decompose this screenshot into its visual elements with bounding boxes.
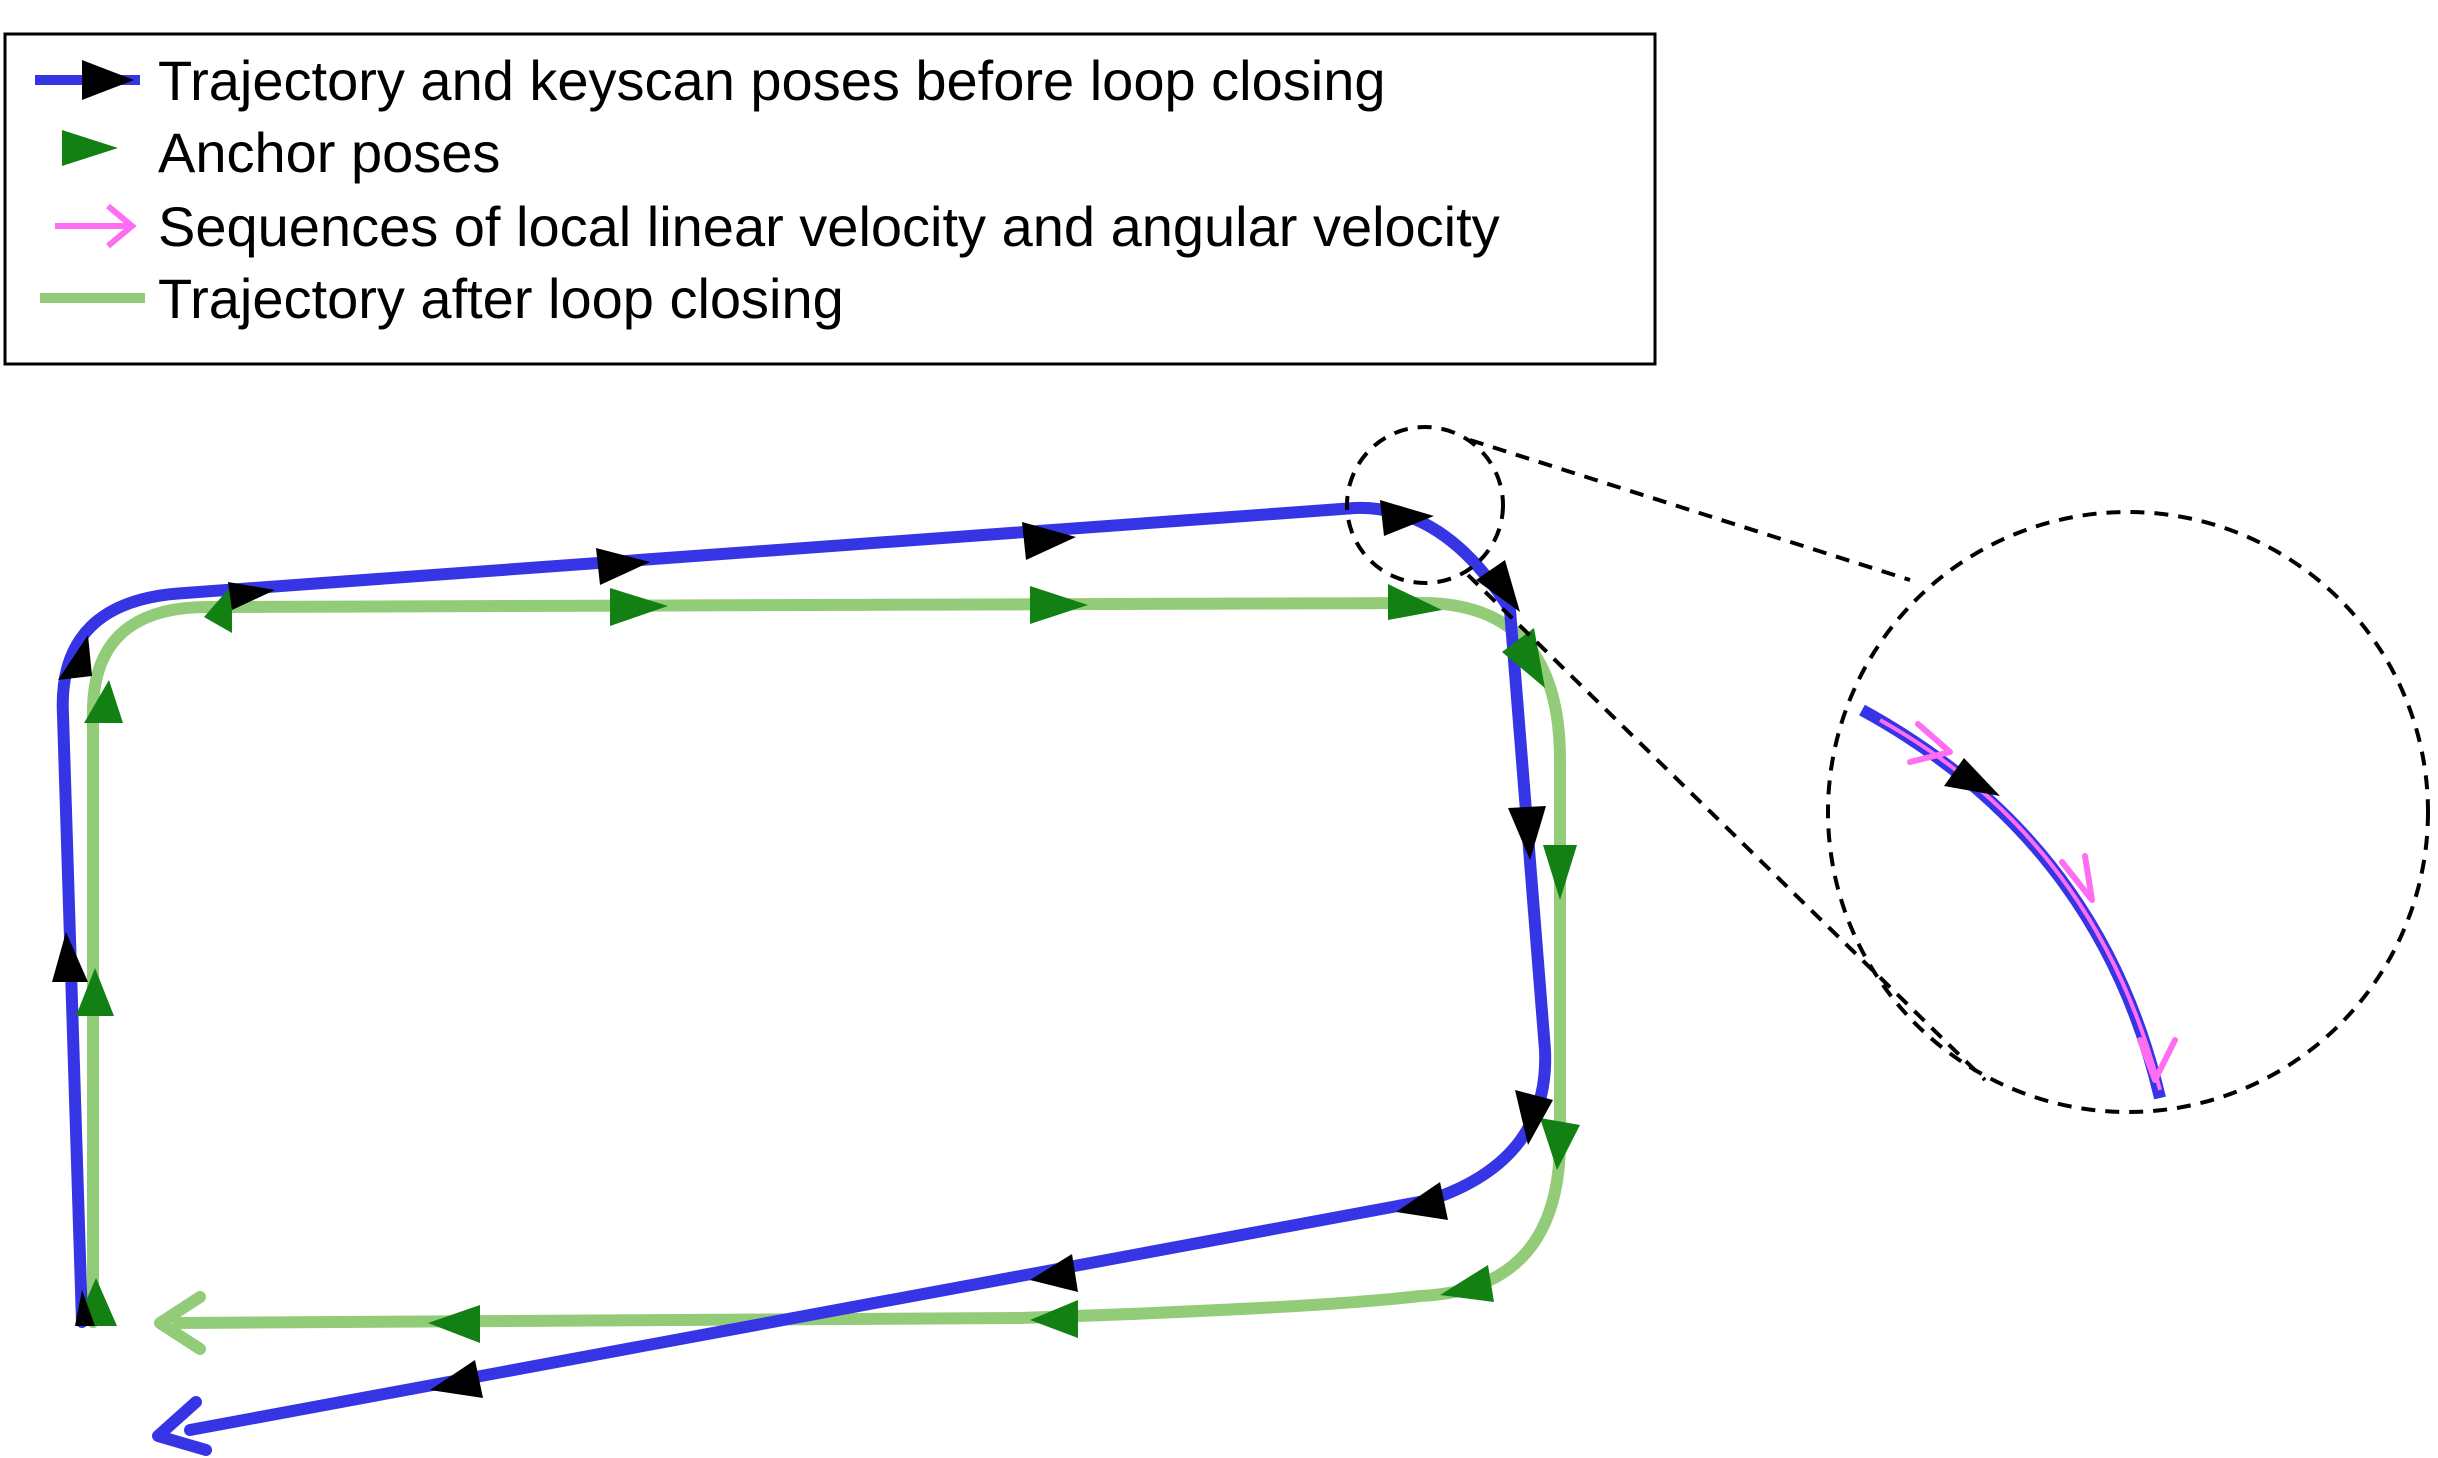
zoom-connector-bottom xyxy=(1466,573,1987,1082)
legend-item-after: Trajectory after loop closing xyxy=(40,267,844,330)
keyscan-pose-marker xyxy=(228,582,275,610)
trajectory-after-group xyxy=(87,596,1566,1355)
zoom-source-circle xyxy=(1345,425,1505,585)
legend-label-after: Trajectory after loop closing xyxy=(158,267,844,330)
velocity-arrow-icon xyxy=(2137,1037,2178,1083)
zoom-velocity-sequence-line xyxy=(1879,718,2162,1091)
legend: Trajectory and keyscan poses before loop… xyxy=(3,32,1657,366)
keyscan-pose-marker xyxy=(1396,1182,1448,1220)
keyscan-pose-marker xyxy=(1476,560,1520,612)
anchor-pose-marker xyxy=(428,1305,480,1343)
keyscan-pose-marker xyxy=(75,1290,95,1326)
zoom-detail-content xyxy=(1859,704,2178,1100)
anchor-pose-marker xyxy=(84,680,123,723)
keyscan-poses xyxy=(52,500,1553,1398)
legend-keyscan-marker-icon xyxy=(82,60,134,100)
keyscan-pose-marker xyxy=(596,548,650,585)
velocity-arrow-icon xyxy=(2059,853,2095,903)
keyscan-pose-marker xyxy=(1022,522,1076,560)
zoom-trajectory-segment xyxy=(1859,704,2166,1100)
keyscan-pose-marker xyxy=(1030,1254,1078,1292)
legend-item-velocity: Sequences of local linear velocity and a… xyxy=(55,195,1500,258)
keyscan-pose-marker xyxy=(1380,500,1434,536)
legend-label-velocity: Sequences of local linear velocity and a… xyxy=(158,195,1500,258)
anchor-pose-marker xyxy=(1030,1300,1078,1338)
legend-item-before: Trajectory and keyscan poses before loop… xyxy=(35,49,1386,112)
zoom-keyscan-pose-marker xyxy=(1944,758,2000,796)
legend-label-before: Trajectory and keyscan poses before loop… xyxy=(158,49,1386,112)
zoom-detail-circle xyxy=(1826,510,2430,1114)
keyscan-pose-marker xyxy=(1508,806,1546,860)
anchor-pose-marker xyxy=(1388,584,1442,620)
anchor-pose-marker xyxy=(1030,586,1088,624)
zoom-callout xyxy=(1345,425,2430,1114)
anchor-pose-marker xyxy=(1440,1265,1494,1302)
trajectory-before-end-arrow-icon xyxy=(152,1396,212,1456)
anchor-pose-marker xyxy=(1540,1118,1580,1170)
anchor-pose-marker xyxy=(1543,845,1577,900)
velocity-arrow-icon xyxy=(1907,721,1953,765)
anchor-pose-marker xyxy=(204,585,232,633)
keyscan-pose-marker xyxy=(1515,1090,1553,1145)
keyscan-pose-marker xyxy=(430,1360,483,1398)
trajectory-before-group xyxy=(56,501,1552,1456)
anchor-pose-marker xyxy=(1502,628,1545,688)
legend-item-anchor: Anchor poses xyxy=(62,121,500,184)
legend-anchor-marker-icon xyxy=(62,130,118,166)
keyscan-pose-marker xyxy=(52,932,88,982)
zoom-connector-top xyxy=(1469,438,1911,582)
trajectory-after-end-arrow-icon xyxy=(154,1291,206,1355)
legend-velocity-arrow-head-icon xyxy=(106,203,137,249)
anchor-pose-marker xyxy=(610,588,668,626)
legend-label-anchor: Anchor poses xyxy=(158,121,500,184)
legend-box xyxy=(3,32,1657,366)
keyscan-pose-marker xyxy=(58,635,92,680)
anchor-poses xyxy=(75,584,1580,1343)
trajectory-before-path xyxy=(56,501,1552,1436)
anchor-pose-marker xyxy=(76,968,114,1016)
zoom-velocity-arrows xyxy=(1907,721,2178,1083)
